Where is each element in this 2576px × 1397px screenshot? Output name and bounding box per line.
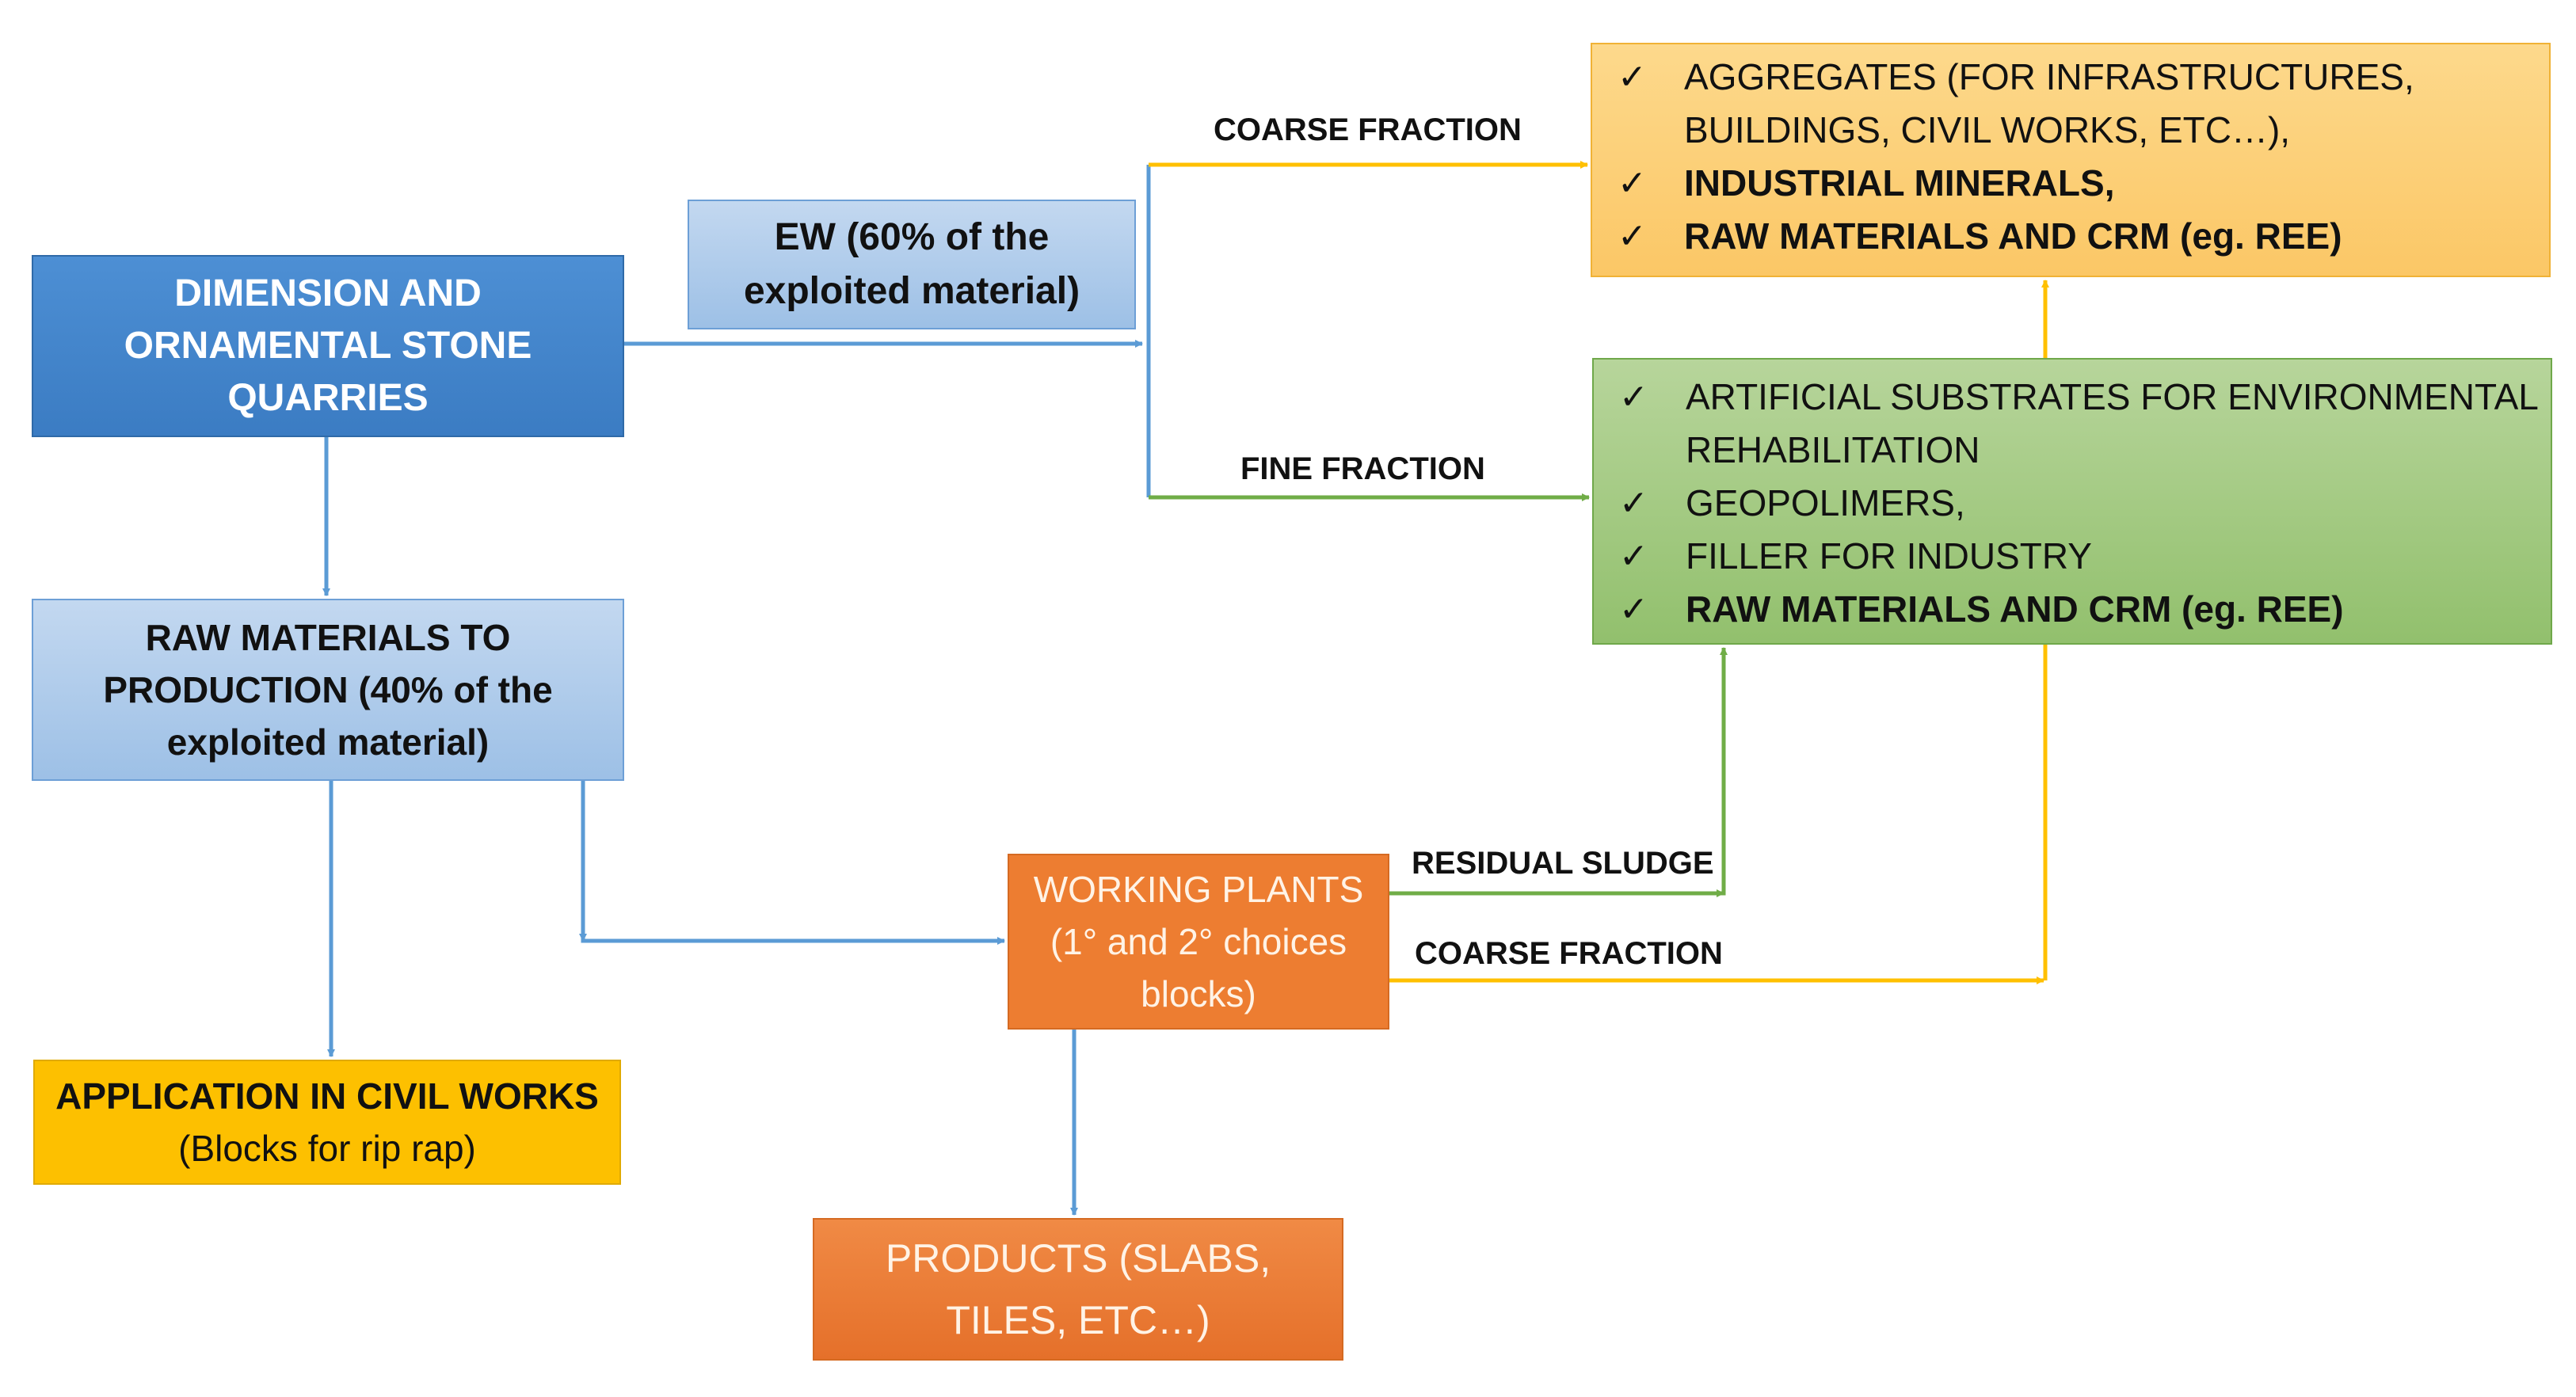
- check-icon: ✓: [1619, 537, 1648, 576]
- check-icon: ✓: [1618, 164, 1647, 203]
- civil-works-node: APPLICATION IN CIVIL WORKS (Blocks for r…: [33, 1060, 621, 1185]
- substrates-item-text: GEOPOLIMERS,: [1686, 482, 1965, 523]
- working-plants-node: WORKING PLANTS (1° and 2° choices blocks…: [1008, 854, 1389, 1030]
- check-icon: ✓: [1619, 484, 1648, 523]
- quarries-line-1: DIMENSION AND: [174, 272, 482, 314]
- edge-label-residual-sludge: RESIDUAL SLUDGE: [1412, 846, 1714, 881]
- substrates-item-text: RAW MATERIALS AND CRM (eg. REE): [1686, 588, 2344, 630]
- products-line-1: PRODUCTS (SLABS,: [885, 1236, 1271, 1281]
- edge-raw-to-plants: [581, 781, 1005, 945]
- check-icon: ✓: [1619, 590, 1648, 629]
- check-icon: ✓: [1618, 217, 1647, 256]
- aggregates-item-continuation: BUILDINGS, CIVIL WORKS, ETC…),: [1684, 109, 2291, 150]
- raw-line-2: PRODUCTION (40% of the: [103, 669, 553, 710]
- quarries-node: DIMENSION AND ORNAMENTAL STONE QUARRIES: [32, 255, 624, 437]
- edge-label-coarse-fraction-top: COARSE FRACTION: [1214, 112, 1522, 147]
- substrates-item-continuation: REHABILITATION: [1686, 429, 1980, 470]
- products-line-2: TILES, ETC…): [946, 1298, 1210, 1342]
- substrates-item: ✓ GEOPOLIMERS,: [1619, 477, 1965, 530]
- products-node: PRODUCTS (SLABS, TILES, ETC…): [813, 1218, 1343, 1361]
- ew-node: EW (60% of the exploited material): [688, 200, 1136, 329]
- quarries-line-2: ORNAMENTAL STONE: [124, 325, 532, 367]
- raw-materials-node: RAW MATERIALS TO PRODUCTION (40% of the …: [32, 599, 624, 781]
- aggregates-item: ✓ AGGREGATES (FOR INFRASTRUCTURES,: [1618, 51, 2414, 104]
- substrates-item: ✓ ARTIFICIAL SUBSTRATES FOR ENVIRONMENTA…: [1619, 371, 2539, 424]
- aggregates-item-text: RAW MATERIALS AND CRM (eg. REE): [1684, 215, 2342, 257]
- aggregates-item: ✓ INDUSTRIAL MINERALS,: [1618, 157, 2115, 210]
- substrates-item: ✓ FILLER FOR INDUSTRY: [1619, 530, 2092, 583]
- substrates-item-text: FILLER FOR INDUSTRY: [1686, 535, 2092, 577]
- check-icon: ✓: [1619, 378, 1648, 417]
- civil-line-2: (Blocks for rip rap): [178, 1128, 476, 1169]
- raw-line-3: exploited material): [166, 721, 490, 763]
- civil-line-1: APPLICATION IN CIVIL WORKS: [55, 1075, 599, 1117]
- ew-line-2: exploited material): [743, 270, 1080, 312]
- edge-label-coarse-fraction-bottom: COARSE FRACTION: [1415, 936, 1723, 971]
- ew-line-1: EW (60% of the: [774, 216, 1050, 258]
- substrates-item-text: ARTIFICIAL SUBSTRATES FOR ENVIRONMENTAL: [1686, 376, 2539, 417]
- substrates-item: ✓ RAW MATERIALS AND CRM (eg. REE): [1619, 583, 2344, 636]
- raw-line-1: RAW MATERIALS TO: [145, 617, 511, 658]
- substrates-node: ✓ ARTIFICIAL SUBSTRATES FOR ENVIRONMENTA…: [1592, 358, 2552, 645]
- aggregates-item-text: INDUSTRIAL MINERALS,: [1684, 162, 2115, 204]
- aggregates-item-text: AGGREGATES (FOR INFRASTRUCTURES,: [1684, 56, 2414, 97]
- quarries-line-3: QUARRIES: [227, 377, 429, 419]
- plants-line-2: (1° and 2° choices: [1050, 921, 1347, 962]
- check-icon: ✓: [1618, 58, 1647, 97]
- plants-line-1: WORKING PLANTS: [1033, 869, 1364, 910]
- aggregates-item: ✓ RAW MATERIALS AND CRM (eg. REE): [1618, 210, 2342, 263]
- plants-line-3: blocks): [1141, 973, 1256, 1014]
- edge-label-fine-fraction: FINE FRACTION: [1240, 451, 1485, 486]
- aggregates-node: ✓ AGGREGATES (FOR INFRASTRUCTURES, BUILD…: [1591, 43, 2551, 277]
